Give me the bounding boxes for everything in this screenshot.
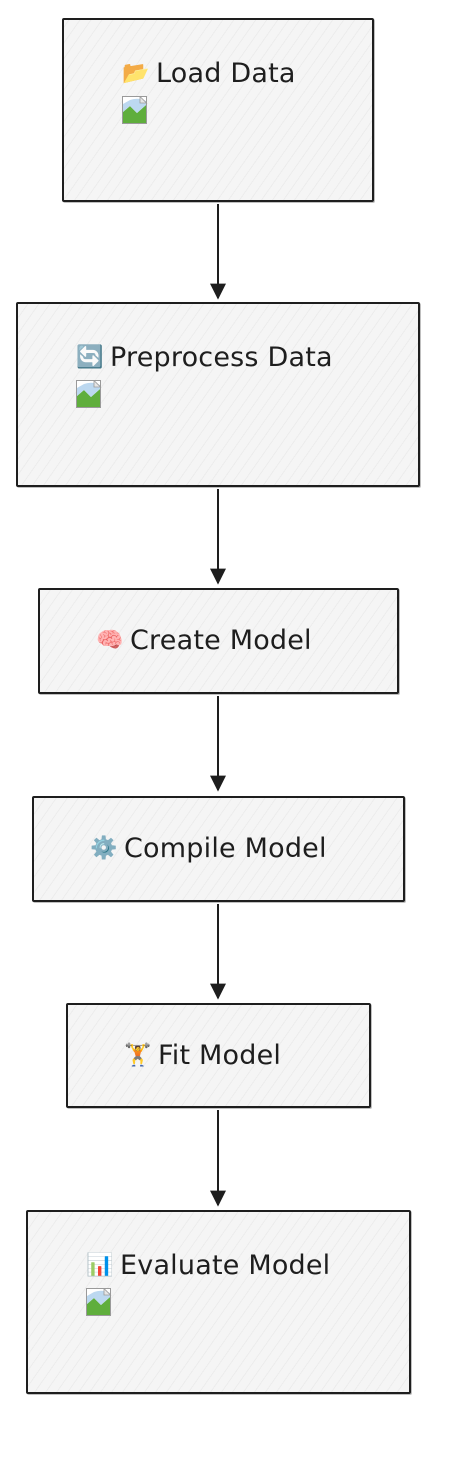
bar-chart-icon: 📊 — [86, 1252, 114, 1278]
gear-icon: ⚙️ — [90, 835, 118, 861]
node-label: Evaluate Model — [120, 1250, 331, 1281]
node-preprocess-data[interactable]: 🔄 Preprocess Data — [16, 302, 420, 487]
brain-icon: 🧠 — [96, 627, 124, 653]
node-fit-model[interactable]: 🏋 Fit Model — [66, 1003, 371, 1108]
node-label: Compile Model — [124, 833, 327, 864]
refresh-icon: 🔄 — [76, 344, 104, 370]
node-load-data[interactable]: 📂 Load Data — [62, 18, 374, 202]
broken-image-icon — [86, 1288, 112, 1316]
broken-image-icon — [76, 380, 102, 408]
folder-icon: 📂 — [122, 60, 150, 86]
node-label: Preprocess Data — [110, 342, 333, 373]
broken-image-icon — [122, 96, 148, 124]
node-label: Fit Model — [158, 1040, 282, 1071]
node-compile-model[interactable]: ⚙️ Compile Model — [32, 796, 405, 902]
weightlifter-icon: 🏋 — [124, 1042, 152, 1068]
node-create-model[interactable]: 🧠 Create Model — [38, 588, 399, 694]
node-evaluate-model[interactable]: 📊 Evaluate Model — [26, 1210, 411, 1394]
node-label: Create Model — [130, 625, 312, 656]
node-label: Load Data — [156, 58, 296, 89]
